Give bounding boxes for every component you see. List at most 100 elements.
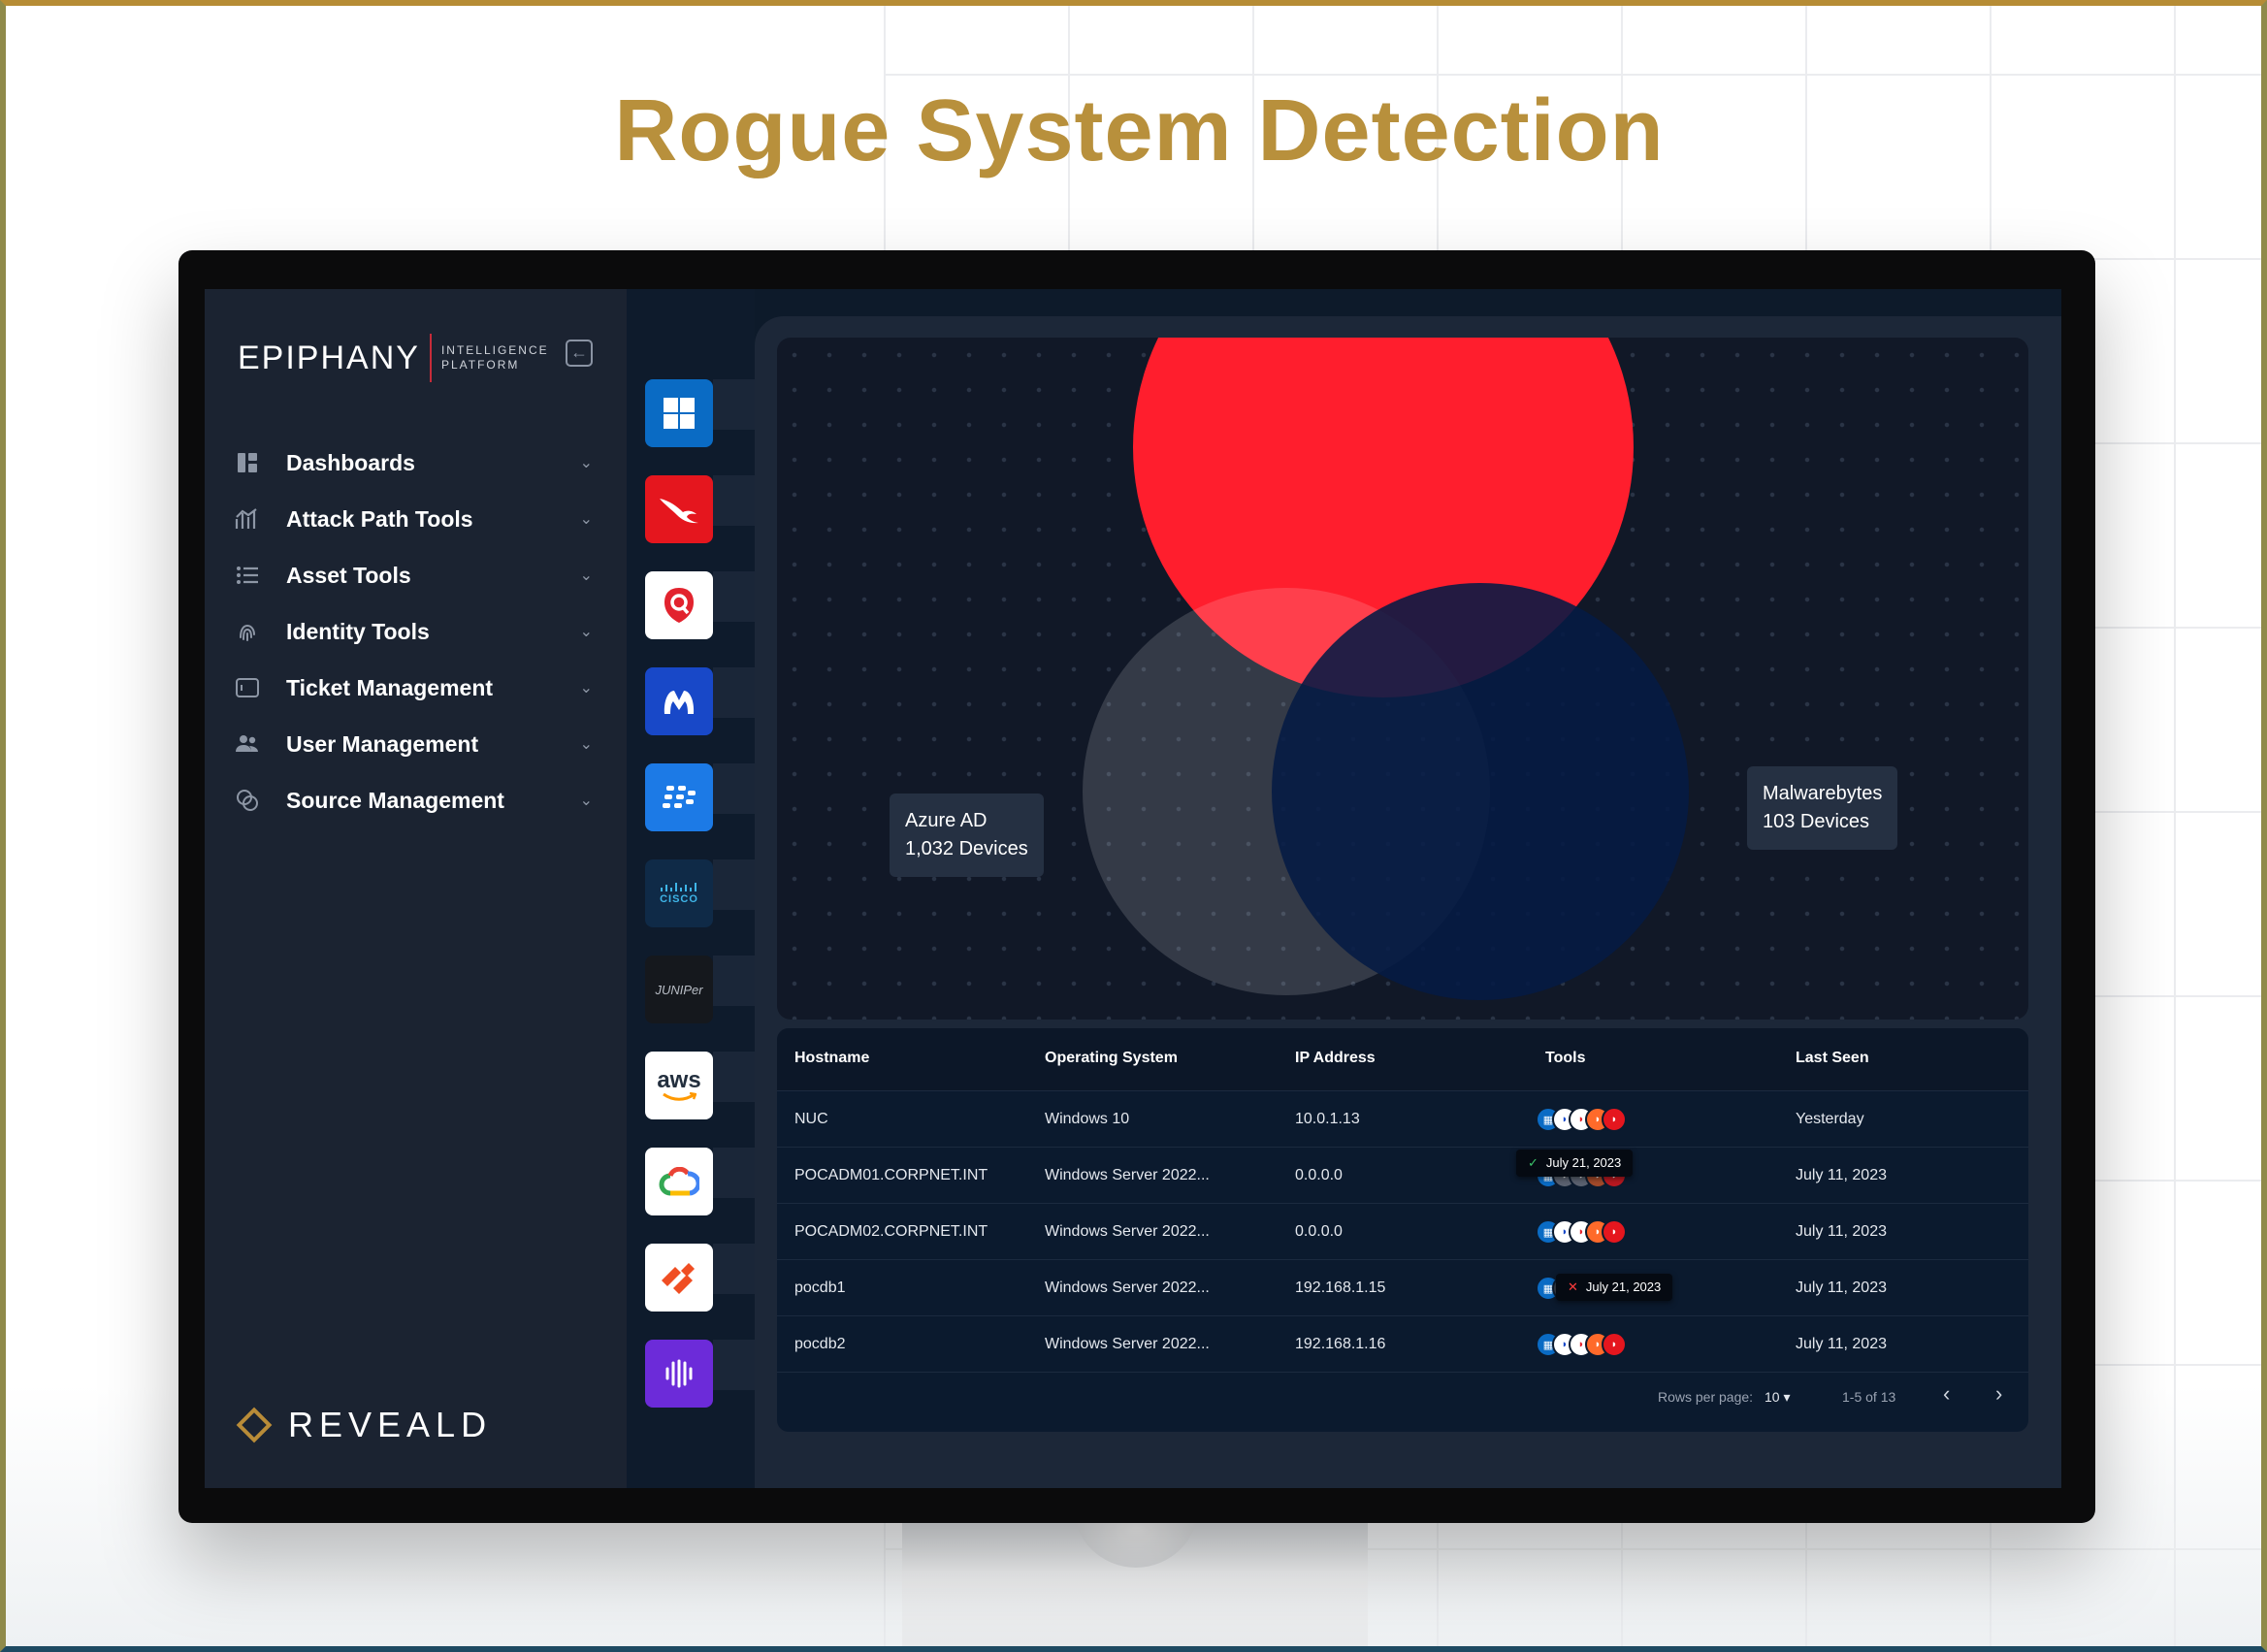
cell-os: Windows Server 2022... bbox=[1045, 1223, 1210, 1240]
malwarebytes-circle[interactable] bbox=[1272, 583, 1689, 1000]
nav-label: User Management bbox=[286, 730, 479, 757]
table-row[interactable]: pocdb2 Windows Server 2022... 192.168.1.… bbox=[777, 1315, 2028, 1373]
cell-os: Windows 10 bbox=[1045, 1111, 1130, 1127]
rail-tab bbox=[713, 667, 755, 718]
nav-label: Attack Path Tools bbox=[286, 505, 473, 532]
nav-label: Source Management bbox=[286, 787, 504, 813]
sidebar: EPIPHANY INTELLIGENCE PLATFORM ← Dashboa… bbox=[205, 289, 627, 1488]
cell-last-seen: July 11, 2023 bbox=[1796, 1279, 1887, 1296]
nav-item-ticket-management[interactable]: Ticket Management ⌄ bbox=[234, 660, 602, 716]
cell-last-seen: Yesterday bbox=[1796, 1111, 1864, 1127]
malwarebytes-callout: Malwarebytes 103 Devices bbox=[1747, 766, 1898, 850]
azure-ad-callout: Azure AD 1,032 Devices bbox=[890, 794, 1044, 877]
cisco-wordmark: CISCO bbox=[660, 893, 698, 905]
tooltip-failure: ✕July 21, 2023 bbox=[1556, 1274, 1673, 1301]
chevron-down-icon: ⌄ bbox=[579, 736, 593, 753]
arrow-left-icon: ← bbox=[570, 342, 588, 362]
table-header: Hostname Operating System IP Address Too… bbox=[777, 1028, 2028, 1090]
juniper-icon[interactable]: JUNIPer bbox=[645, 956, 713, 1023]
table-row[interactable]: POCADM01.CORPNET.INT Windows Server 2022… bbox=[777, 1147, 2028, 1204]
table-row[interactable]: NUC Windows 10 10.0.1.13 ▦ ◗ ◗ ◗ ◗ Yeste… bbox=[777, 1090, 2028, 1148]
cell-hostname: pocdb1 bbox=[794, 1279, 846, 1296]
cell-hostname: NUC bbox=[794, 1111, 828, 1127]
rail-tab bbox=[713, 1148, 755, 1198]
aws-icon[interactable]: aws bbox=[645, 1052, 713, 1119]
header-os[interactable]: Operating System bbox=[1045, 1050, 1178, 1066]
crowdstrike-badge-icon: ◗ bbox=[1602, 1107, 1627, 1132]
nav-item-attack-path-tools[interactable]: Attack Path Tools ⌄ bbox=[234, 491, 602, 547]
prev-page-button[interactable]: ‹ bbox=[1943, 1381, 1951, 1406]
epiphany-logo[interactable]: EPIPHANY INTELLIGENCE PLATFORM bbox=[238, 334, 549, 382]
caret-down-icon: ▾ bbox=[1783, 1389, 1791, 1405]
malwarebytes-icon[interactable] bbox=[645, 667, 713, 735]
main-nav: Dashboards ⌄ Attack Path Tools ⌄ Asset T… bbox=[234, 435, 602, 828]
nav-item-asset-tools[interactable]: Asset Tools ⌄ bbox=[234, 547, 602, 603]
cell-ip: 0.0.0.0 bbox=[1295, 1223, 1343, 1240]
cell-ip: 192.168.1.15 bbox=[1295, 1279, 1386, 1296]
rail-tab bbox=[713, 763, 755, 814]
app-screen: EPIPHANY INTELLIGENCE PLATFORM ← Dashboa… bbox=[205, 289, 2061, 1488]
logo-sub-line2: PLATFORM bbox=[440, 358, 520, 372]
tool-badges[interactable]: ▦ ◗ ◗ ◗ ◗ bbox=[1536, 1332, 1627, 1357]
cell-last-seen: July 11, 2023 bbox=[1796, 1336, 1887, 1352]
azure-ad-count: 1,032 Devices bbox=[905, 838, 1028, 859]
header-last-seen[interactable]: Last Seen bbox=[1796, 1050, 1869, 1066]
table-row[interactable]: pocdb1 Windows Server 2022... 192.168.1.… bbox=[777, 1259, 2028, 1316]
tooltip-success-date: July 21, 2023 bbox=[1545, 1155, 1622, 1170]
fingerprint-icon bbox=[234, 618, 261, 645]
nav-item-identity-tools[interactable]: Identity Tools ⌄ bbox=[234, 603, 602, 660]
chevron-down-icon: ⌄ bbox=[579, 455, 593, 471]
chevron-down-icon: ⌄ bbox=[579, 624, 593, 640]
rail-tab bbox=[713, 475, 755, 526]
users-icon bbox=[234, 730, 261, 758]
logo-sub-line1: INTELLIGENCE bbox=[440, 343, 549, 357]
rail-tab bbox=[713, 571, 755, 622]
next-page-button[interactable]: › bbox=[1995, 1381, 2003, 1406]
rows-per-page-select[interactable]: 10 ▾ bbox=[1765, 1389, 1791, 1406]
purple-sensor-icon[interactable] bbox=[645, 1340, 713, 1408]
integrations-rail: CISCO JUNIPer aws bbox=[627, 289, 755, 1488]
blackberry-icon[interactable] bbox=[645, 763, 713, 831]
cell-hostname: POCADM02.CORPNET.INT bbox=[794, 1223, 988, 1240]
qualys-icon[interactable] bbox=[645, 571, 713, 639]
cell-os: Windows Server 2022... bbox=[1045, 1167, 1210, 1183]
palo-alto-icon[interactable] bbox=[645, 1244, 713, 1312]
nav-item-dashboards[interactable]: Dashboards ⌄ bbox=[234, 435, 602, 491]
google-cloud-icon[interactable] bbox=[645, 1148, 713, 1215]
nav-item-source-management[interactable]: Source Management ⌄ bbox=[234, 772, 602, 828]
tool-badges[interactable]: ▦ ◗ ◗ ◗ ◗ bbox=[1536, 1107, 1627, 1132]
table-row[interactable]: POCADM02.CORPNET.INT Windows Server 2022… bbox=[777, 1203, 2028, 1260]
cisco-icon[interactable]: CISCO bbox=[645, 859, 713, 927]
check-circle-icon: ✓ bbox=[1528, 1155, 1538, 1170]
x-icon: ✕ bbox=[1568, 1279, 1578, 1294]
rail-tab bbox=[713, 1340, 755, 1390]
list-icon bbox=[234, 562, 261, 589]
crowdstrike-icon[interactable] bbox=[645, 475, 713, 543]
nav-label: Identity Tools bbox=[286, 618, 430, 644]
malwarebytes-count: 103 Devices bbox=[1763, 811, 1870, 832]
pagination-range: 1-5 of 13 bbox=[1842, 1389, 1896, 1405]
malwarebytes-label: Malwarebytes bbox=[1763, 783, 1883, 804]
windows-icon[interactable] bbox=[645, 379, 713, 447]
venn-diagram: Azure AD 1,032 Devices Malwarebytes 103 … bbox=[777, 338, 2028, 1020]
logo-divider bbox=[429, 334, 432, 382]
logo-subtitle: INTELLIGENCE PLATFORM bbox=[441, 343, 549, 373]
rail-tab bbox=[713, 859, 755, 910]
reveald-wordmark: REVEALD bbox=[288, 1405, 493, 1444]
rows-per-page-value: 10 bbox=[1765, 1389, 1780, 1405]
tool-badges[interactable]: ▦ ◗ ◗ ◗ ◗ bbox=[1536, 1219, 1627, 1245]
crowdstrike-badge-icon: ◗ bbox=[1602, 1219, 1627, 1245]
chevron-down-icon: ⌄ bbox=[579, 680, 593, 696]
header-tools[interactable]: Tools bbox=[1545, 1050, 1586, 1066]
nav-item-user-management[interactable]: User Management ⌄ bbox=[234, 716, 602, 772]
tooltip-success: ✓ July 21, 2023 bbox=[1516, 1150, 1634, 1177]
rail-tab bbox=[713, 1052, 755, 1102]
header-ip[interactable]: IP Address bbox=[1295, 1050, 1376, 1066]
chevron-down-icon: ⌄ bbox=[579, 567, 593, 584]
chevron-down-icon: ⌄ bbox=[579, 511, 593, 528]
header-hostname[interactable]: Hostname bbox=[794, 1050, 870, 1066]
nav-label: Ticket Management bbox=[286, 674, 494, 700]
cell-hostname: pocdb2 bbox=[794, 1336, 846, 1352]
collapse-sidebar-button[interactable]: ← bbox=[566, 340, 593, 367]
